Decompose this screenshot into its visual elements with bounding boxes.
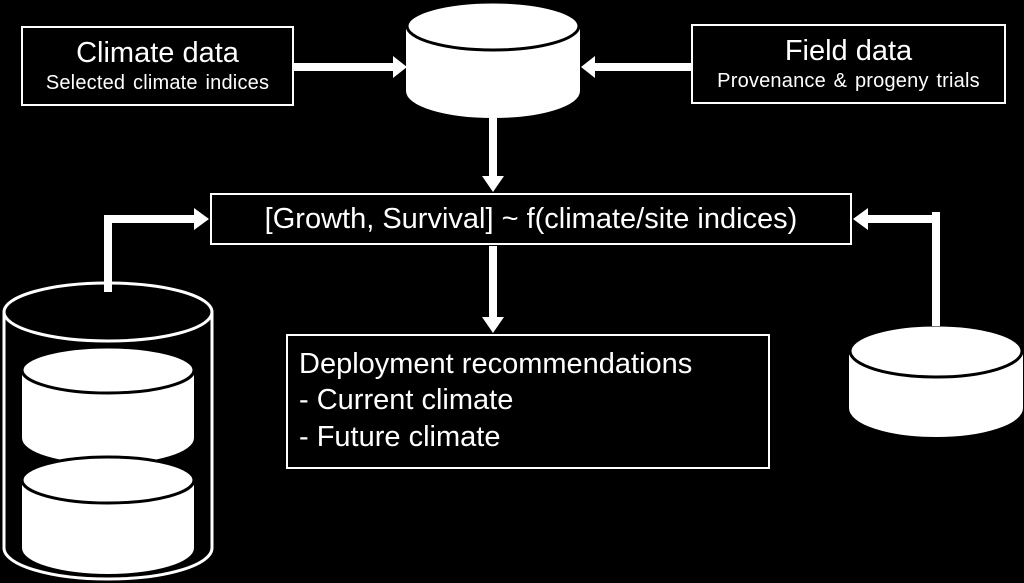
field-data-box: Field data Provenance & progeny trials (691, 24, 1006, 104)
left-database-icon (2, 281, 214, 581)
arrow-right-database-to-model-icon (853, 208, 940, 326)
model-equation-box: [Growth, Survival] ~ f(climate/site indi… (210, 193, 852, 245)
field-data-subtitle: Provenance & progeny trials (717, 69, 980, 92)
inner-cylinder-upper-icon (20, 345, 196, 464)
deployment-title: Deployment recommendations (299, 348, 693, 380)
top-database-icon (405, 0, 581, 118)
arrow-model-to-deployment-icon (482, 246, 504, 333)
deployment-item-future: - Future climate (299, 420, 501, 453)
arrow-left-database-to-model-icon (104, 208, 209, 292)
deployment-recommendations-box: Deployment recommendations - Current cli… (286, 334, 770, 469)
model-equation-text: [Growth, Survival] ~ f(climate/site indi… (264, 202, 798, 235)
inner-cylinder-lower-icon (20, 455, 196, 574)
arrow-field-to-database-icon (581, 56, 697, 78)
right-database-icon (848, 323, 1024, 437)
deployment-item-current: - Current climate (299, 384, 514, 417)
field-data-title: Field data (784, 35, 913, 68)
arrow-database-to-model-icon (482, 118, 504, 192)
arrow-climate-to-database-icon (287, 56, 407, 78)
climate-data-title: Climate data (76, 37, 239, 70)
climate-data-box: Climate data Selected climate indices (21, 26, 294, 106)
climate-data-subtitle: Selected climate indices (45, 71, 270, 94)
